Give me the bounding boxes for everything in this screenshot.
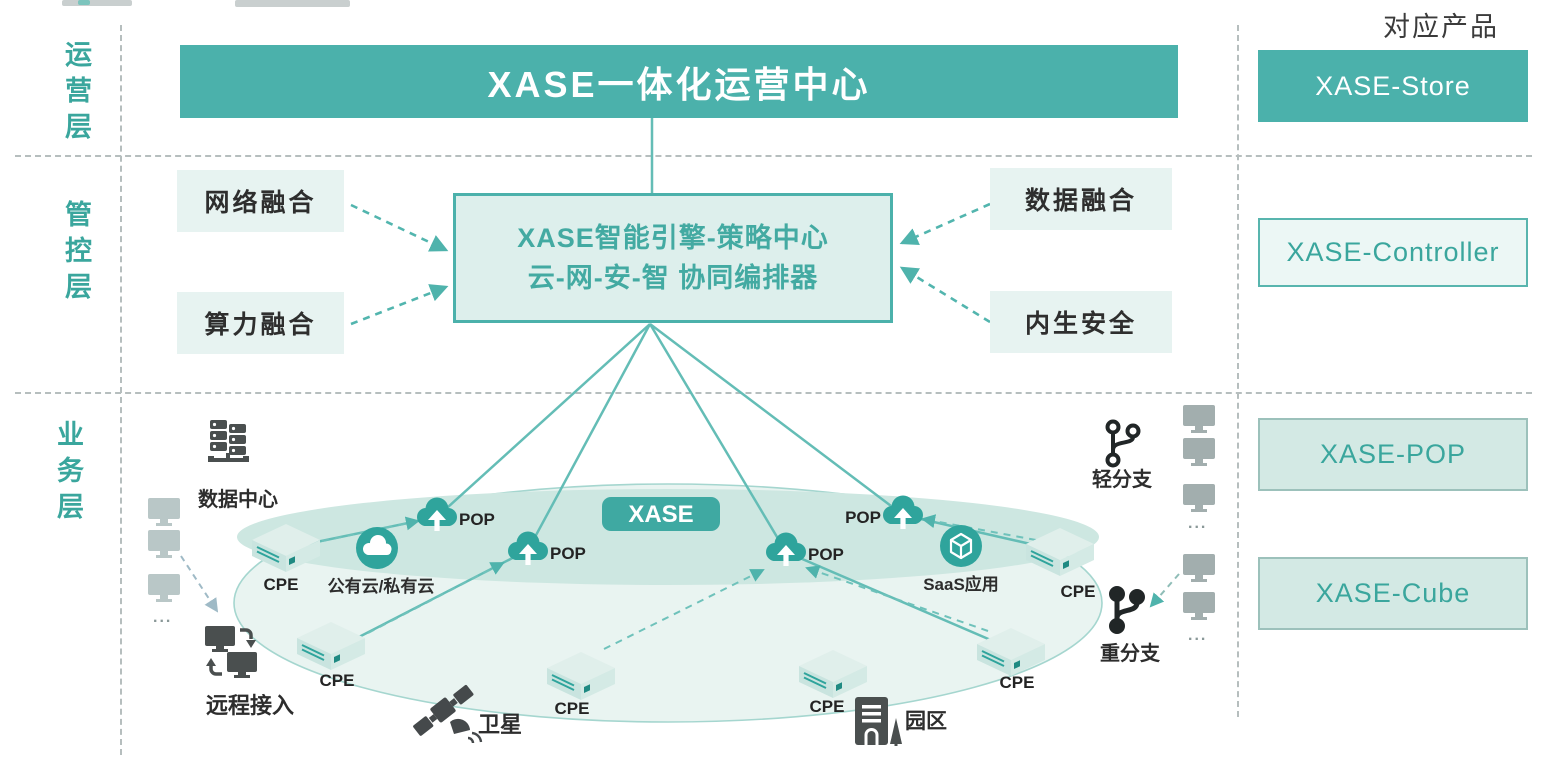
- cropped-title-fragment: [78, 0, 90, 5]
- product-xase-pop: XASE-POP: [1258, 418, 1528, 491]
- layer-label-business: 业务层: [53, 420, 83, 528]
- pop-node-2: POP: [508, 531, 586, 565]
- building-icon: [855, 697, 902, 746]
- remote-access-node: 远程接入: [205, 626, 294, 718]
- ellipsis-label: ...: [153, 609, 172, 626]
- engine-line1: XASE智能引擎-策略中心: [517, 222, 829, 253]
- pop-label: POP: [845, 508, 881, 527]
- campus-label: 园区: [905, 710, 947, 733]
- cpe-label: CPE: [264, 575, 299, 594]
- cpe-node-left: CPE: [251, 523, 321, 594]
- saas-label: SaaS应用: [923, 574, 999, 594]
- monitor-icon: [1183, 438, 1215, 466]
- satellite-icon: [413, 684, 483, 744]
- cpe-node-right-lower: CPE: [976, 627, 1046, 692]
- pop-node-4: POP: [845, 495, 923, 529]
- datacenter-node: 数据中心: [198, 420, 278, 511]
- public-private-cloud-node: 公有云/私有云: [328, 527, 435, 596]
- right-monitors-top-group: ...: [1183, 405, 1215, 532]
- cropped-title-fragment: [235, 0, 350, 7]
- monitor-icon: [148, 530, 180, 558]
- pop-node-1: POP: [417, 497, 495, 531]
- layer-label-management: 管控层: [61, 200, 91, 308]
- capability-data-fusion: 数据融合: [990, 168, 1172, 230]
- monitor-icon: [148, 498, 180, 526]
- cpe-label: CPE: [810, 697, 845, 716]
- public-private-cloud-label: 公有云/私有云: [328, 576, 435, 596]
- branch-icon: [1105, 419, 1141, 468]
- product-xase-cube: XASE-Cube: [1258, 557, 1528, 630]
- capability-compute-fusion: 算力融合: [177, 292, 344, 354]
- cpe-label: CPE: [555, 699, 590, 718]
- light-branch-node: 轻分支: [1092, 419, 1153, 491]
- operations-center-banner: XASE一体化运营中心: [180, 45, 1178, 118]
- cropped-title-fragment: [62, 0, 132, 6]
- pop-label: POP: [550, 544, 586, 563]
- remote-access-icon: [205, 626, 257, 678]
- monitors-remote-dashed-link: [180, 555, 219, 613]
- branch-icon: [1109, 586, 1145, 634]
- products-column-title: 对应产品: [1383, 12, 1499, 42]
- datacenter-label: 数据中心: [198, 487, 278, 511]
- ellipsis-label: ...: [1188, 515, 1207, 532]
- cpe-label: CPE: [1000, 673, 1035, 692]
- cpe-node-center: CPE: [546, 651, 616, 718]
- monitor-icon: [1183, 592, 1215, 620]
- left-monitors-group: ...: [148, 498, 180, 626]
- engine-line2: 云-网-安-智 协同编排器: [527, 263, 819, 293]
- campus-node: 园区: [855, 697, 947, 746]
- layer-divider-operations-management: [15, 155, 1532, 157]
- layer-divider-vertical-right: [1237, 25, 1239, 717]
- pop-label: POP: [808, 545, 844, 564]
- monitor-icon: [1183, 484, 1215, 512]
- cpe-label: CPE: [320, 671, 355, 690]
- pop-label: POP: [459, 510, 495, 529]
- capability-intrinsic-security: 内生安全: [990, 291, 1172, 353]
- cpe-node-right: CPE: [1025, 527, 1096, 601]
- heavy-branch-node: 重分支: [1100, 586, 1161, 665]
- xase-core-node: XASE: [602, 497, 720, 531]
- satellite-label: 卫星: [478, 712, 522, 737]
- cpe-label: CPE: [1061, 582, 1096, 601]
- remote-access-label: 远程接入: [206, 693, 294, 718]
- engine-policy-center-box: XASE智能引擎-策略中心 云-网-安-智 协同编排器: [453, 193, 893, 323]
- ellipsis-label: ...: [1188, 627, 1207, 644]
- layer-divider-management-business: [15, 392, 1532, 394]
- server-rack-icon: [208, 420, 249, 462]
- saas-node: SaaS应用: [923, 525, 999, 594]
- layer-divider-vertical-left: [120, 25, 122, 755]
- layer-label-operations: 运营层: [61, 40, 91, 148]
- monitor-icon: [148, 574, 180, 602]
- monitor-icon: [1183, 405, 1215, 433]
- pop-node-3: POP: [766, 532, 844, 566]
- cpe-pop-dashed-links: [321, 514, 1037, 650]
- capability-arrows: [350, 202, 991, 326]
- cpe-node-campus: CPE: [798, 649, 868, 716]
- product-xase-store: XASE-Store: [1258, 50, 1528, 122]
- cpe-node-left-lower: CPE: [296, 621, 366, 690]
- xase-core-label: XASE: [628, 501, 693, 528]
- light-branch-label: 轻分支: [1092, 467, 1153, 491]
- monitor-icon: [1183, 554, 1215, 582]
- capability-network-fusion: 网络融合: [177, 170, 344, 232]
- monitors-heavybranch-dashed-link: [1149, 573, 1180, 608]
- heavy-branch-label: 重分支: [1100, 641, 1161, 665]
- satellite-node: 卫星: [413, 684, 522, 744]
- right-monitors-lower-group: ...: [1183, 554, 1215, 644]
- product-xase-controller: XASE-Controller: [1258, 218, 1528, 287]
